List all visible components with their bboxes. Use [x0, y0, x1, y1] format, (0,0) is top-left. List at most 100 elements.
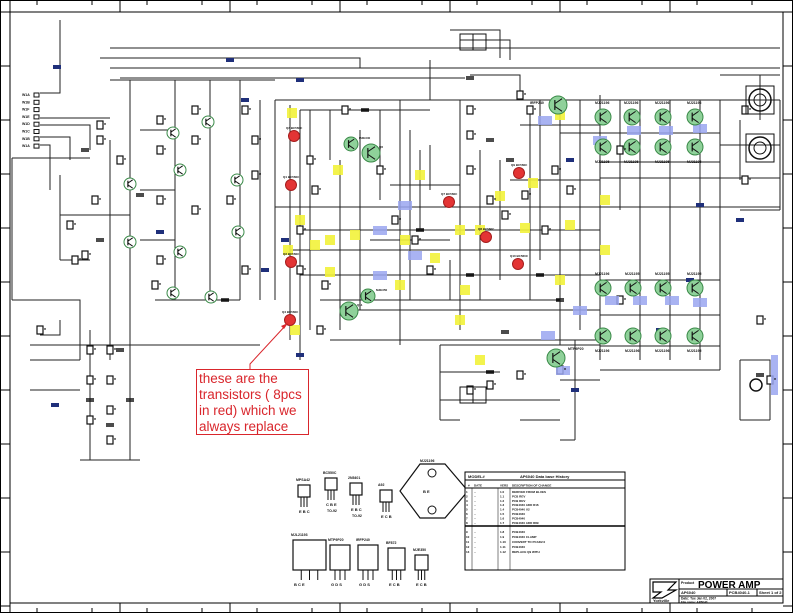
replaced-transistor-label: Q3 BC560C	[286, 126, 303, 130]
highlight-blue	[627, 126, 641, 135]
output-transistor-emitter	[691, 117, 699, 124]
driver-transistor-label: Q6	[379, 145, 383, 149]
resistor-ref: R	[249, 267, 252, 271]
resistor-ref: R	[124, 157, 127, 161]
small-signal-transistor-collector	[208, 292, 214, 297]
revision-version: 1.3	[500, 503, 505, 507]
resistor-ref: R	[114, 437, 117, 441]
revision-number: 9	[466, 530, 468, 534]
resistor-ref: R	[164, 197, 167, 201]
small-signal-transistor-emitter	[170, 133, 176, 138]
input-label: W1C	[22, 130, 30, 134]
highlight-yellow	[520, 223, 530, 233]
highlight-yellow	[333, 165, 343, 175]
resistor-ref: R	[164, 257, 167, 261]
wire	[40, 20, 61, 94]
resistor-ref: R	[164, 117, 167, 121]
resistor	[486, 380, 494, 390]
package-to92-pins: E B C	[351, 507, 362, 512]
revision-description: PCB4040 CLAMP	[512, 535, 537, 539]
small-signal-transistor-collector	[127, 237, 133, 242]
replaced-transistor-label: Q4 BC560C	[282, 310, 299, 314]
sheet-number: Sheet 1 of 2	[759, 590, 782, 595]
revision-model: MODEL#	[468, 474, 485, 479]
resistor-ref: R	[304, 227, 307, 231]
highlight-blue	[693, 124, 707, 133]
output-transistor-collector	[691, 140, 699, 147]
resistor	[296, 225, 304, 235]
input-pin	[33, 92, 40, 98]
output-transistor	[623, 108, 641, 126]
output-transistor-emitter	[599, 117, 607, 124]
revision-description: PCB4040 U2	[512, 508, 530, 512]
driver-transistor-collector	[345, 304, 354, 311]
revision-description: CONVERT TO PCAD2.0	[512, 540, 545, 544]
input-pin	[33, 121, 40, 127]
resistor-ref: R	[199, 137, 202, 141]
revision-version: 1.12	[500, 550, 506, 554]
driver-transistor-label: MJE350	[376, 288, 388, 292]
highlight-yellow	[455, 315, 465, 325]
highlight-blue	[633, 296, 647, 305]
package-to92	[324, 477, 338, 491]
revision-date: --	[474, 550, 476, 554]
resistor-ref: R	[384, 167, 387, 171]
small-signal-transistor-collector	[170, 128, 176, 133]
small-signal-transistor-collector	[177, 165, 183, 170]
resistor-ref: R	[474, 387, 477, 391]
resistor-ref: R	[329, 282, 332, 286]
revision-column-header: DESCRIPTION OF CHANGE	[512, 484, 551, 488]
small-signal-transistor	[166, 286, 180, 300]
resistor	[316, 325, 324, 335]
resistor-ref: R	[304, 267, 307, 271]
highlight-blue	[605, 296, 619, 305]
revision-number: 11	[466, 540, 470, 544]
small-signal-transistor-emitter	[177, 252, 183, 257]
output-transistor-label: MJ21195	[625, 272, 639, 276]
highlight-blue	[556, 366, 570, 375]
output-transistor-emitter	[599, 288, 607, 295]
output-transistor-label: MJ21195	[687, 349, 701, 353]
input-label: W1F	[22, 108, 30, 112]
output-transistor-collector	[691, 110, 699, 117]
revision-version: 1.5	[500, 512, 505, 516]
revision-number: 12	[466, 545, 470, 549]
resistor	[241, 265, 249, 275]
package-to220	[329, 544, 351, 571]
highlight-yellow	[565, 220, 575, 230]
resistor	[616, 145, 624, 155]
resistor-ref: R	[324, 327, 327, 331]
drawing-date: Date: Tue Jan 02, 2007	[681, 597, 716, 601]
revision-date: --	[474, 521, 476, 525]
resistor-ref: R	[494, 197, 497, 201]
output-transistor	[594, 108, 612, 126]
connector-tag	[281, 238, 289, 242]
connector-tag	[51, 403, 59, 407]
revision-column-header: #	[468, 484, 470, 488]
output-transistor-collector	[659, 110, 667, 117]
package-to92-label: MPSA42	[296, 478, 310, 482]
resistor	[191, 105, 199, 115]
revision-column-header: DATE	[474, 484, 482, 488]
small-signal-transistor	[230, 173, 244, 187]
resistor-ref: R	[94, 377, 97, 381]
connector-tag	[226, 58, 234, 62]
revision-date: --	[474, 490, 476, 494]
output-transistor-collector	[599, 329, 607, 336]
mosfet-collector	[554, 98, 563, 105]
output-transistor-emitter	[659, 147, 667, 154]
highlight-yellow	[528, 178, 538, 188]
resistor-ref: R	[474, 132, 477, 136]
output-transistor-emitter	[599, 336, 607, 343]
highlight-blue	[373, 271, 387, 280]
resistor-ref-layer: RRRRRRRRRRRRRRRRRRRRRRRRRRRRRRRRRRRRRRRR…	[44, 92, 777, 441]
connector-tag	[566, 158, 574, 162]
revision-version: 1.6	[500, 516, 505, 520]
small-signal-transistor-emitter	[234, 180, 240, 185]
output-transistor-collector	[659, 281, 667, 288]
output-transistor	[686, 327, 704, 345]
replaced-transistor	[288, 130, 300, 142]
package-to92-label: BC550C	[323, 471, 337, 475]
